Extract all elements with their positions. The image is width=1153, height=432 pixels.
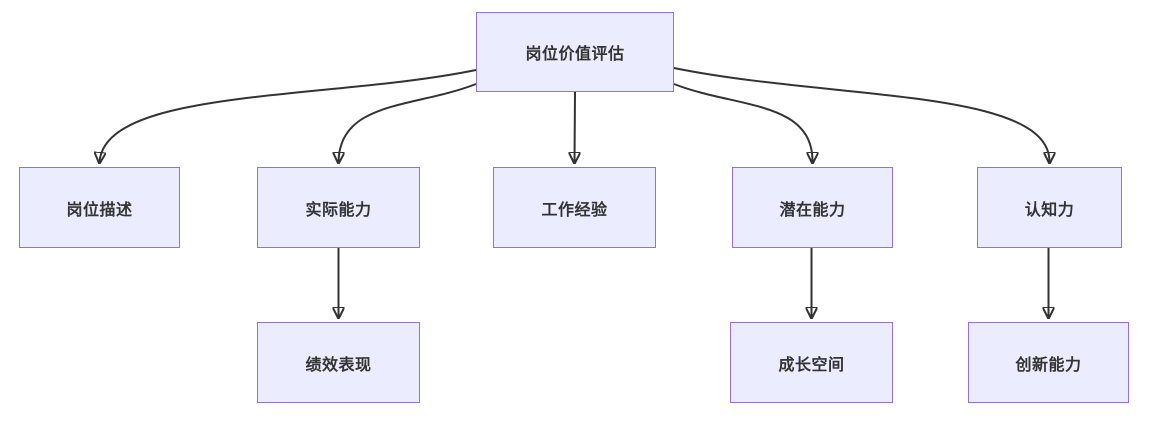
node-performance: 绩效表现 (257, 322, 420, 403)
node-cognition-label: 认知力 (1024, 201, 1075, 219)
edge-root-to-cognition (673, 67, 1050, 162)
edge-root-to-job-description (100, 69, 477, 162)
node-cognition: 认知力 (977, 167, 1122, 248)
node-actual-ability-label: 实际能力 (305, 201, 372, 219)
edge-root-to-work-experience (575, 91, 576, 162)
node-growth-space-label: 成长空间 (778, 356, 845, 374)
edge-root-to-potential-ability (673, 83, 813, 162)
node-work-experience-label: 工作经验 (541, 201, 608, 219)
node-job-description-label: 岗位描述 (66, 201, 133, 219)
node-root: 岗位价值评估 (476, 12, 674, 92)
node-potential-ability-label: 潜在能力 (779, 201, 846, 219)
edge-root-to-actual-ability (339, 83, 477, 162)
node-performance-label: 绩效表现 (305, 356, 372, 374)
node-actual-ability: 实际能力 (257, 167, 420, 248)
node-innovation-ability-label: 创新能力 (1015, 356, 1082, 374)
node-potential-ability: 潜在能力 (732, 167, 893, 248)
node-work-experience: 工作经验 (493, 167, 656, 248)
node-job-description: 岗位描述 (19, 167, 180, 248)
node-root-label: 岗位价值评估 (525, 46, 625, 63)
node-innovation-ability: 创新能力 (968, 322, 1129, 403)
node-growth-space: 成长空间 (730, 322, 893, 403)
